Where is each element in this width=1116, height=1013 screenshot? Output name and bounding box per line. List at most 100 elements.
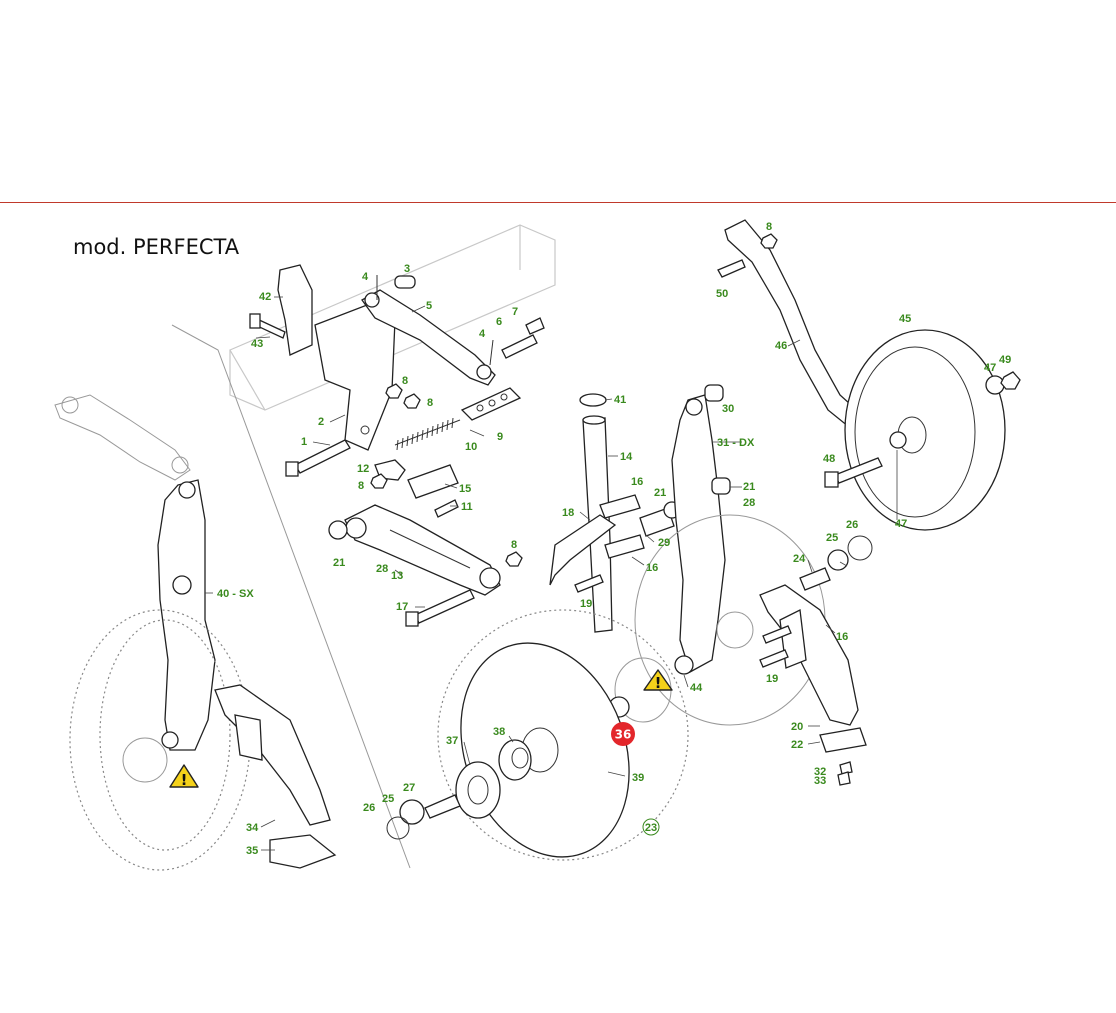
scraper-34 (214, 684, 331, 826)
callout-5: 5 (426, 300, 432, 312)
callout-34: 34 (246, 822, 259, 834)
callout-28a: 28 (376, 563, 388, 575)
washer-47b (985, 375, 1005, 395)
bushing-30 (704, 384, 724, 402)
callout-32: 32 (814, 766, 826, 778)
spring-10 (394, 417, 461, 451)
pin-6 (501, 334, 538, 359)
callout-7: 7 (512, 306, 518, 318)
callout-44: 44 (690, 682, 703, 694)
callout-9: 9 (497, 431, 503, 443)
callout-39: 39 (632, 772, 644, 784)
ring-26 (386, 816, 410, 840)
warning-triangle-icon: ! (643, 669, 673, 692)
nut-33 (837, 771, 851, 786)
callout-49: 49 (999, 354, 1011, 366)
callout-16b: 16 (646, 562, 658, 574)
bolt-19a (574, 574, 604, 593)
leader-lines (205, 296, 898, 851)
ghost-linkage (54, 394, 191, 481)
callout-13: 13 (391, 570, 403, 582)
callout-24: 24 (793, 553, 806, 565)
ring-26b (847, 535, 873, 561)
frame-arm-40-sx (157, 479, 216, 751)
callout-47a: 47 (984, 362, 996, 374)
callout-3: 3 (404, 263, 410, 275)
callout-1: 1 (301, 436, 307, 448)
nut-8a (385, 383, 403, 399)
washer-25 (399, 799, 425, 825)
callout-12: 12 (357, 463, 369, 475)
nut-8e (760, 233, 778, 249)
callout-27: 27 (403, 782, 415, 794)
svg-text:!: ! (655, 674, 662, 692)
callout-8a: 8 (402, 375, 408, 387)
ghost-hub-right (716, 611, 754, 649)
callout-8e: 8 (766, 221, 772, 233)
arm-5 (361, 289, 496, 386)
callout-22: 22 (791, 739, 803, 751)
callout-41: 41 (614, 394, 626, 406)
callout-8c: 8 (511, 539, 517, 551)
callout-11: 11 (461, 501, 473, 513)
bolt-1 (285, 439, 351, 477)
header-divider (0, 202, 1116, 203)
nut-32 (839, 761, 853, 775)
callout-46: 46 (775, 340, 787, 352)
bracket-42 (277, 264, 313, 356)
link-16b (604, 534, 645, 559)
nut-8d (370, 473, 388, 489)
svg-text:!: ! (181, 771, 188, 789)
pin-4b (489, 339, 494, 366)
highlight-label: 36 (615, 728, 632, 742)
tool-bar-outline (229, 224, 556, 411)
callout-14: 14 (620, 451, 633, 463)
ghost-disc-left-inner (99, 619, 231, 851)
highlight-badge-36[interactable]: 36 (611, 722, 635, 746)
callout-19b: 19 (766, 673, 778, 685)
bolt-48 (824, 457, 883, 488)
callout-6: 6 (496, 316, 502, 328)
clamp-41 (579, 393, 607, 407)
section-line (171, 324, 411, 869)
bolt-50 (717, 259, 746, 278)
callout-10: 10 (465, 441, 477, 453)
callout-4b: 4 (479, 328, 486, 340)
callout-8b: 8 (427, 397, 433, 409)
callout-37: 37 (446, 735, 458, 747)
plate-9 (460, 387, 522, 421)
callout-21b: 21 (654, 487, 666, 499)
callout-17: 17 (396, 601, 408, 613)
callout-48: 48 (823, 453, 835, 465)
callout-28b: 28 (743, 497, 755, 509)
plate-35 (269, 834, 337, 869)
bushing-3 (394, 275, 416, 289)
frame-arm-31-dx (671, 394, 726, 675)
callout-47b: 47 (895, 518, 907, 530)
callout-50: 50 (716, 288, 728, 300)
callout-23: 23 (642, 818, 660, 836)
callout-18: 18 (562, 507, 574, 519)
bushing-21 (328, 520, 348, 540)
nut-49 (1000, 371, 1021, 390)
svg-text:23: 23 (645, 822, 657, 834)
callout-25a: 25 (382, 793, 394, 805)
nut-8b (403, 393, 421, 409)
callout-25b: 25 (826, 532, 838, 544)
callout-33: 33 (814, 775, 826, 787)
warning-triangle-icon: ! (169, 764, 199, 789)
bushing-21c (711, 477, 731, 495)
bolt-11 (434, 499, 459, 518)
washer-47a (889, 431, 907, 449)
callout-26a: 26 (363, 802, 375, 814)
callout-16c: 16 (836, 631, 848, 643)
callout-40-sx: 40 - SX (217, 588, 254, 600)
wheel-45 (844, 329, 1006, 531)
callout-15: 15 (459, 483, 471, 495)
page-title: mod. PERFECTA (73, 235, 240, 259)
plate-22 (819, 727, 867, 753)
callout-29: 29 (658, 537, 670, 549)
shaft-27 (424, 794, 461, 819)
bolt-19b (759, 649, 789, 668)
